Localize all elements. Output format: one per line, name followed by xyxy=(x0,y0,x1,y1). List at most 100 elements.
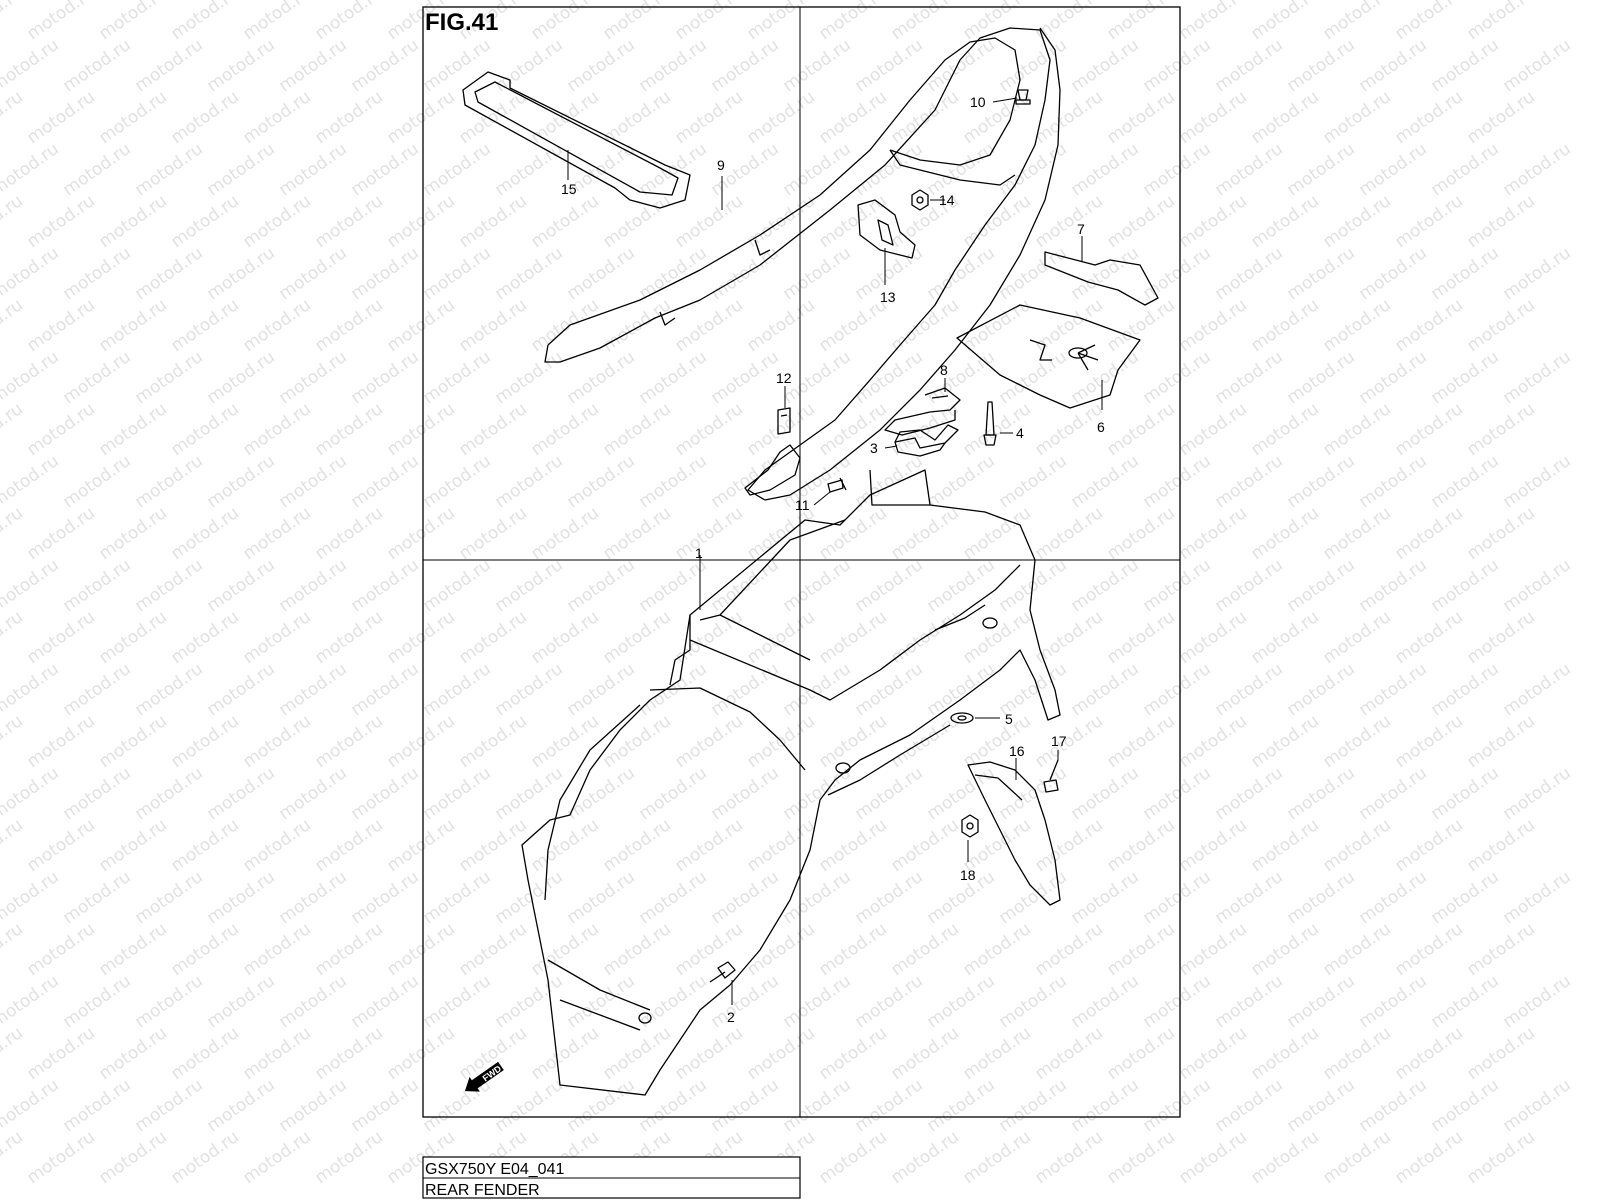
watermark-text: motod.ru xyxy=(1463,87,1538,148)
watermark-text: motod.ru xyxy=(491,867,566,928)
watermark-text: motod.ru xyxy=(1391,87,1466,148)
watermark-text: motod.ru xyxy=(923,555,998,616)
watermark-text: motod.ru xyxy=(1355,555,1430,616)
watermark-text: motod.ru xyxy=(0,295,27,356)
watermark-text: motod.ru xyxy=(851,139,926,200)
watermark-text: motod.ru xyxy=(239,0,314,44)
watermark-text: motod.ru xyxy=(167,0,242,44)
watermark-text: motod.ru xyxy=(0,503,27,564)
watermark-text: motod.ru xyxy=(527,711,602,772)
watermark-text: motod.ru xyxy=(887,87,962,148)
watermark-text: motod.ru xyxy=(95,87,170,148)
watermark-text: motod.ru xyxy=(59,971,134,1032)
watermark-text: motod.ru xyxy=(419,659,494,720)
watermark-text: motod.ru xyxy=(1247,503,1322,564)
watermark-text: motod.ru xyxy=(491,451,566,512)
part-9-tail-cowl xyxy=(544,27,1061,501)
watermark-text: motod.ru xyxy=(0,0,27,44)
watermark-text: motod.ru xyxy=(59,555,134,616)
watermark-text: motod.ru xyxy=(1031,919,1106,980)
watermark-text: motod.ru xyxy=(1175,295,1250,356)
fwd-arrow-icon xyxy=(464,1061,504,1092)
caption-box: GSX750Y E04_041 REAR FENDER xyxy=(422,1156,801,1199)
callout-3: 3 xyxy=(870,440,878,456)
watermark-text: motod.ru xyxy=(563,35,638,96)
watermark-text: motod.ru xyxy=(491,659,566,720)
watermark-text: motod.ru xyxy=(815,919,890,980)
watermark-text: motod.ru xyxy=(1031,1023,1106,1084)
watermark-text: motod.ru xyxy=(995,451,1070,512)
watermark-text: motod.ru xyxy=(995,971,1070,1032)
watermark-text: motod.ru xyxy=(1427,867,1502,928)
watermark-text: motod.ru xyxy=(275,659,350,720)
callout-2: 2 xyxy=(727,1009,735,1025)
callout-13: 13 xyxy=(880,289,896,305)
watermark-text: motod.ru xyxy=(815,1127,890,1188)
watermark-text: motod.ru xyxy=(95,503,170,564)
watermark-text: motod.ru xyxy=(1283,763,1358,824)
watermark-text: motod.ru xyxy=(0,399,27,460)
watermark-text: motod.ru xyxy=(1211,347,1286,408)
watermark-text: motod.ru xyxy=(1067,1075,1142,1136)
watermark-text: motod.ru xyxy=(1139,347,1214,408)
watermark-text: motod.ru xyxy=(0,1023,27,1084)
watermark-text: motod.ru xyxy=(1067,139,1142,200)
watermark-text: motod.ru xyxy=(1139,763,1214,824)
watermark-text: motod.ru xyxy=(0,191,27,252)
part-11-screw xyxy=(827,477,847,493)
watermark-text: motod.ru xyxy=(779,35,854,96)
watermark-text: motod.ru xyxy=(419,139,494,200)
watermark-text: motod.ru xyxy=(779,659,854,720)
watermark-text: motod.ru xyxy=(527,191,602,252)
watermark-text: motod.ru xyxy=(347,867,422,928)
watermark-text: motod.ru xyxy=(1427,243,1502,304)
watermark-text: motod.ru xyxy=(887,1127,962,1188)
part-15-strap xyxy=(462,71,691,209)
watermark-text: motod.ru xyxy=(635,35,710,96)
watermark-text: motod.ru xyxy=(1211,867,1286,928)
watermark-text: motod.ru xyxy=(239,1127,314,1188)
watermark-text: motod.ru xyxy=(1175,711,1250,772)
watermark-text: motod.ru xyxy=(1211,243,1286,304)
watermark-text: motod.ru xyxy=(347,555,422,616)
watermark-text: motod.ru xyxy=(959,295,1034,356)
watermark-text: motod.ru xyxy=(1139,659,1214,720)
watermark-text: motod.ru xyxy=(491,243,566,304)
watermark-text: motod.ru xyxy=(383,503,458,564)
watermark-text: motod.ru xyxy=(1247,919,1322,980)
callout-11: 11 xyxy=(795,497,810,513)
watermark-text: motod.ru xyxy=(959,1127,1034,1188)
watermark-text: motod.ru xyxy=(1031,191,1106,252)
watermark-text: motod.ru xyxy=(1391,607,1466,668)
watermark-text: motod.ru xyxy=(347,243,422,304)
watermark-text: motod.ru xyxy=(59,451,134,512)
watermark-text: motod.ru xyxy=(815,1023,890,1084)
watermark-text: motod.ru xyxy=(383,711,458,772)
watermark-text: motod.ru xyxy=(707,451,782,512)
watermark-text: motod.ru xyxy=(347,971,422,1032)
watermark-text: motod.ru xyxy=(1067,659,1142,720)
watermark-text: motod.ru xyxy=(23,191,98,252)
callout-8: 8 xyxy=(940,362,948,378)
watermark-text: motod.ru xyxy=(1139,243,1214,304)
part-5-washer xyxy=(950,712,974,724)
watermark-text: motod.ru xyxy=(1103,815,1178,876)
watermark-text: motod.ru xyxy=(707,35,782,96)
watermark-text: motod.ru xyxy=(0,815,27,876)
watermark-text: motod.ru xyxy=(1427,347,1502,408)
watermark-text: motod.ru xyxy=(1175,919,1250,980)
watermark-text: motod.ru xyxy=(347,35,422,96)
watermark-text: motod.ru xyxy=(1247,191,1322,252)
watermark-text: motod.ru xyxy=(59,1075,134,1136)
watermark-text: motod.ru xyxy=(1391,399,1466,460)
watermark-text: motod.ru xyxy=(1319,399,1394,460)
watermark-text: motod.ru xyxy=(203,139,278,200)
watermark-text: motod.ru xyxy=(815,191,890,252)
watermark-text: motod.ru xyxy=(239,815,314,876)
watermark-text: motod.ru xyxy=(167,503,242,564)
watermark-text: motod.ru xyxy=(923,347,998,408)
watermark-text: motod.ru xyxy=(23,711,98,772)
watermark-text: motod.ru xyxy=(311,295,386,356)
watermark-text: motod.ru xyxy=(1319,503,1394,564)
watermark-text: motod.ru xyxy=(1067,867,1142,928)
